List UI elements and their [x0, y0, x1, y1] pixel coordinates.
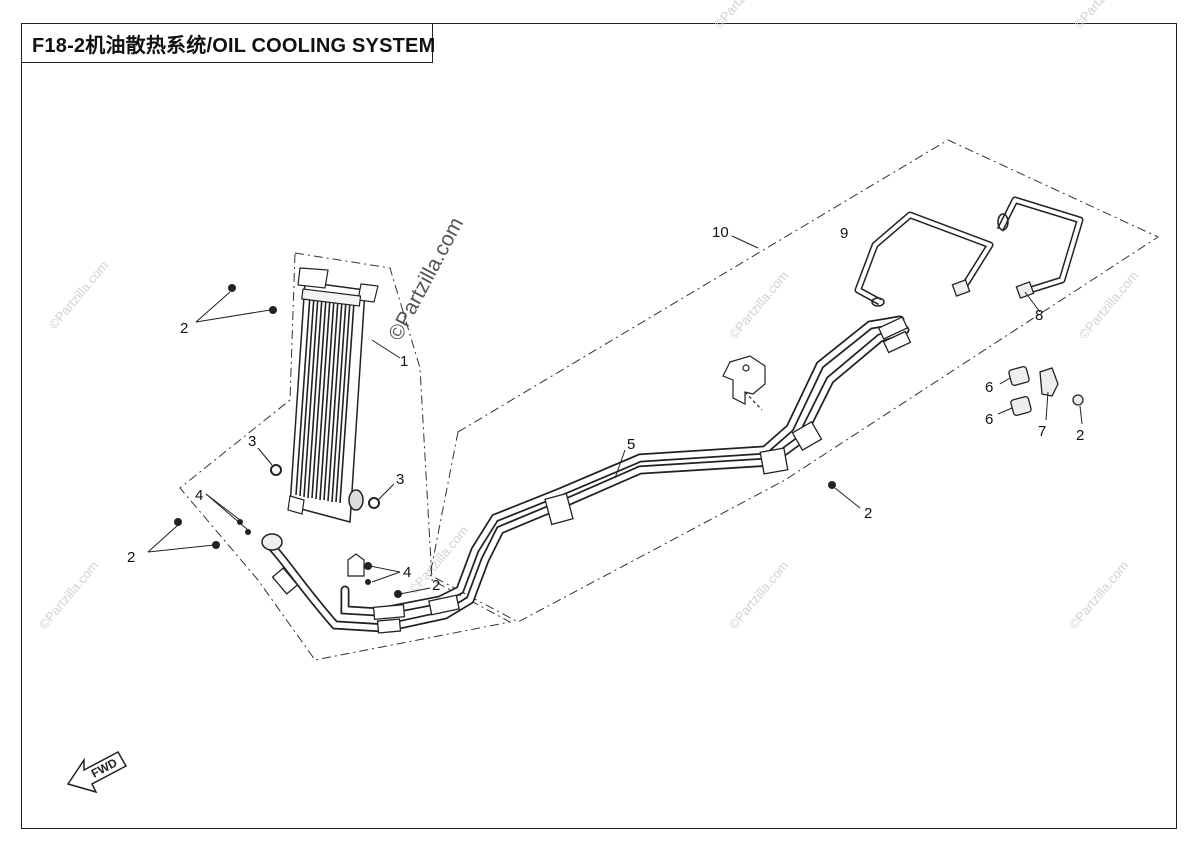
hose-group-outline — [429, 139, 1160, 623]
watermark-6: ©Partzilla.com — [36, 558, 101, 632]
callout-2: 2 — [127, 549, 135, 566]
fasteners — [174, 284, 836, 598]
callout-3: 3 — [248, 433, 256, 450]
callout-2: 2 — [432, 577, 440, 594]
watermark-4: ©Partzilla.com — [726, 268, 791, 342]
diagram-frame — [21, 23, 1177, 829]
watermark-main: ©Partzilla.com — [384, 214, 468, 345]
callout-10: 10 — [712, 224, 729, 241]
callout-8: 8 — [1035, 307, 1043, 324]
callout-7: 7 — [1038, 423, 1046, 440]
watermark-7: ©Partzilla.com — [726, 558, 791, 632]
callout-9: 9 — [840, 225, 848, 242]
fwd-arrow: FWD — [66, 750, 128, 794]
leader-lines — [147, 235, 1083, 595]
assembly-outline — [179, 139, 1160, 661]
callout-6: 6 — [985, 411, 993, 428]
callout-1: 1 — [400, 353, 408, 370]
watermark-2: ©Partzilla.com — [1071, 0, 1136, 32]
callout-2: 2 — [180, 320, 188, 337]
mount-bracket — [722, 355, 766, 411]
upper-pipes — [854, 196, 1084, 307]
callout-4: 4 — [403, 564, 411, 581]
watermark-1: ©Partzilla.com — [711, 0, 776, 32]
page-title: F18-2机油散热系统/OIL COOLING SYSTEM — [21, 23, 435, 63]
watermark-8: ©Partzilla.com — [1066, 558, 1131, 632]
oil-cooler — [287, 267, 379, 523]
callout-4: 4 — [195, 487, 203, 504]
watermark-3: ©Partzilla.com — [46, 258, 111, 332]
callouts: 2 1 3 3 4 2 4 2 5 10 9 8 2 6 6 7 2 — [127, 224, 1084, 594]
watermark-layer: ©Partzilla.com ©Partzilla.com ©Partzilla… — [36, 0, 1141, 632]
radiator-group-outline — [179, 252, 512, 661]
clamps — [1008, 365, 1084, 417]
callout-3: 3 — [396, 471, 404, 488]
callout-5: 5 — [627, 436, 635, 453]
callout-2: 2 — [864, 505, 872, 522]
callout-6: 6 — [985, 379, 993, 396]
oil-hoses — [261, 315, 912, 634]
callout-2: 2 — [1076, 427, 1084, 444]
watermark-5: ©Partzilla.com — [1076, 268, 1141, 342]
